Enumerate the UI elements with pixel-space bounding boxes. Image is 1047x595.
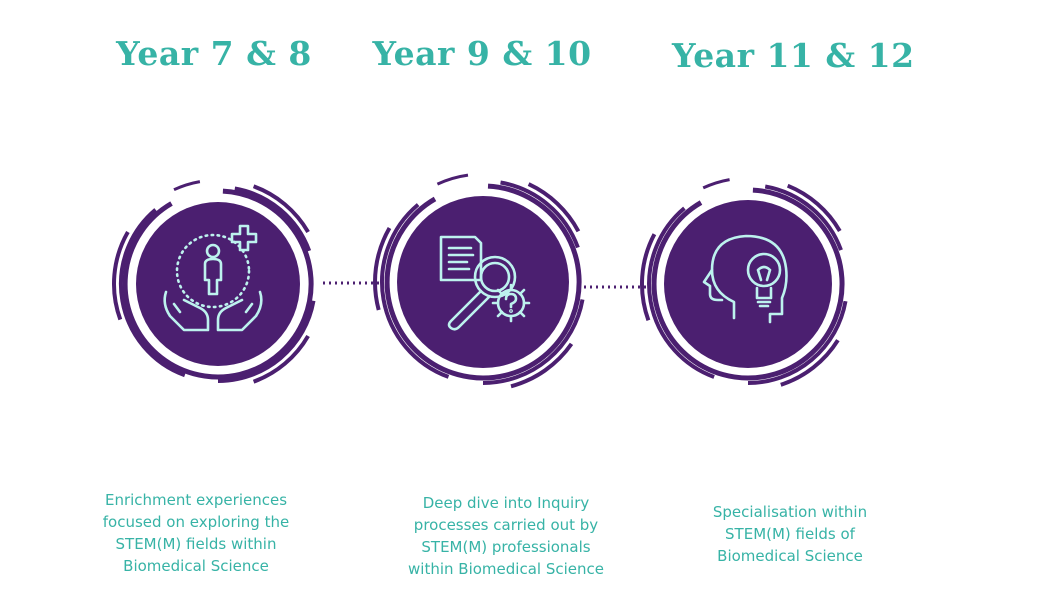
stage-3-description: Specialisation within STEM(M) fields of … (680, 501, 900, 567)
stage-3-description-line: Specialisation within (712, 503, 868, 521)
stage-1-badge (112, 180, 316, 384)
ring-arc (764, 184, 843, 251)
ring-arc (780, 339, 840, 387)
ring-arc (252, 334, 310, 384)
stage-1-description: Enrichment experiences focused on explor… (76, 489, 316, 577)
head-lightbulb-icon (702, 234, 788, 324)
ring-arc (436, 173, 469, 186)
document-magnifier-gear-question-icon (439, 235, 531, 331)
stage-1-description-line: focused on exploring the (102, 513, 290, 531)
stage-1-description-line: Enrichment experiences (104, 491, 288, 509)
stage-2-heading: Year 9 & 10 (372, 34, 592, 73)
ring-arc (380, 203, 450, 379)
ring-arc (112, 231, 130, 321)
person-in-hands-plus-icon (163, 224, 263, 332)
stage-2-description-line: STEM(M) professionals (421, 538, 591, 556)
ring-arc (647, 206, 715, 379)
stage-2-description-line: Deep dive into Inquiry (422, 494, 590, 512)
stage-3-rings (640, 178, 848, 387)
ring-arc (510, 342, 574, 389)
ring-arc (373, 227, 392, 311)
stage-3-description-line: Biomedical Science (717, 547, 863, 565)
stage-1-description-line: Biomedical Science (123, 557, 269, 575)
stage-1-description-line: STEM(M) fields within (115, 535, 277, 553)
stage-2-badge (373, 173, 585, 389)
ring-arc (234, 186, 312, 252)
stage-3-disc (664, 200, 832, 368)
ring-arc (640, 233, 657, 321)
stage-2-description-line: within Biomedical Science (408, 560, 604, 578)
ring-arc (118, 208, 186, 378)
ring-arc (500, 180, 580, 249)
ring-arc (702, 178, 730, 190)
ring-arc (173, 180, 201, 192)
ring-arc (786, 183, 842, 233)
stage-1-rings (112, 180, 316, 384)
ring-arc (122, 188, 314, 380)
stage-2-description: Deep dive into Inquiry processes carried… (384, 492, 628, 580)
ring-arc (527, 182, 581, 233)
stage-2-rings (373, 173, 585, 389)
stage-3-heading: Year 11 & 12 (672, 36, 915, 75)
ring-arc (384, 183, 582, 381)
stage-2-description-line: processes carried out by (413, 516, 599, 534)
ring-arc (482, 299, 585, 385)
ring-arc (252, 184, 310, 234)
stage-1-heading: Year 7 & 8 (116, 34, 312, 73)
ring-arc (217, 300, 316, 383)
stage-3-badge (640, 178, 848, 387)
ring-arc (747, 300, 848, 385)
stage-3-description-line: STEM(M) fields of (725, 525, 855, 543)
ring-arc (651, 187, 845, 381)
